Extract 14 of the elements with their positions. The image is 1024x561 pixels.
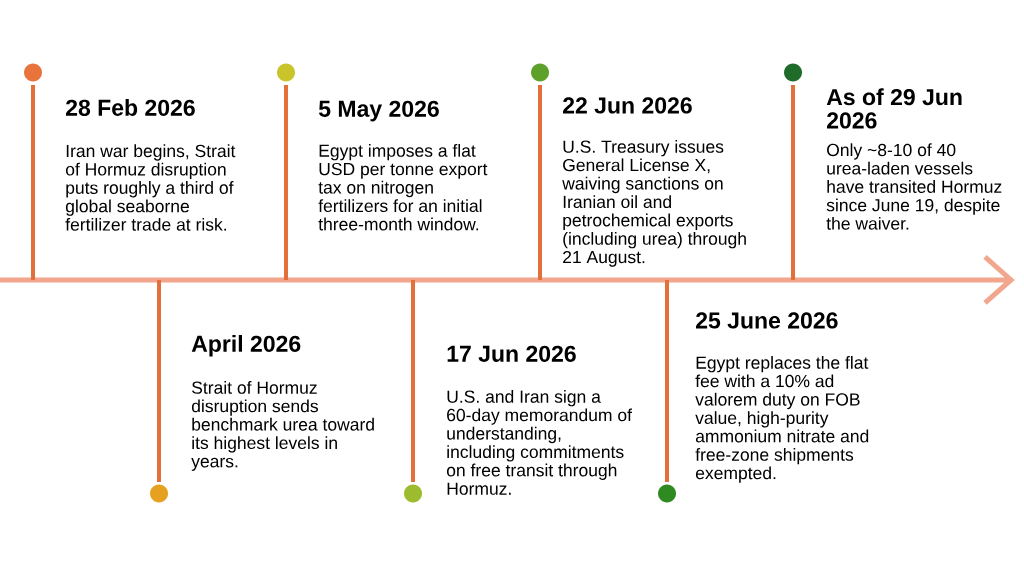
event-description: U.S. Treasury issues General License X, waiving sanctions on Iranian oil and petrochemical exports (including urea) through 21 August. — [562, 140, 746, 267]
date-heading: As of 29 Jun 2026 — [826, 88, 962, 129]
date-heading: 17 Jun 2026 — [447, 345, 576, 362]
date-heading: 22 Jun 2026 — [563, 97, 692, 114]
event-description: U.S. and Iran sign a 60-day memorandum of understanding, including commitments on free transit through Hormuz. — [446, 390, 632, 495]
event-description: Strait of Hormuz disruption sends benchmark urea toward its highest levels in years. — [191, 381, 374, 471]
event-description: Only ~8-10 of 40 urea-laden vessels have transited Hormuz since June 19, despite the waiver. — [826, 143, 1002, 230]
date-heading: April 2026 — [191, 335, 301, 357]
event-description: Iran war begins, Strait of Hormuz disruption puts roughly a third of global seaborne fertilizer trade at risk. — [65, 144, 236, 231]
date-heading: 28 Feb 2026 — [66, 99, 195, 116]
date-heading: 5 May 2026 — [318, 100, 439, 122]
event-description: Egypt replaces the flat fee with a 10% ad valorem duty on FOB value, high-purity ammonium nitrate and free-zone shipments exempted. — [695, 356, 869, 483]
event-description: Egypt imposes a flat USD per tonne export tax on nitrogen fertilizers for an initial three-month window. — [318, 144, 488, 231]
date-heading: 25 June 2026 — [696, 312, 838, 329]
